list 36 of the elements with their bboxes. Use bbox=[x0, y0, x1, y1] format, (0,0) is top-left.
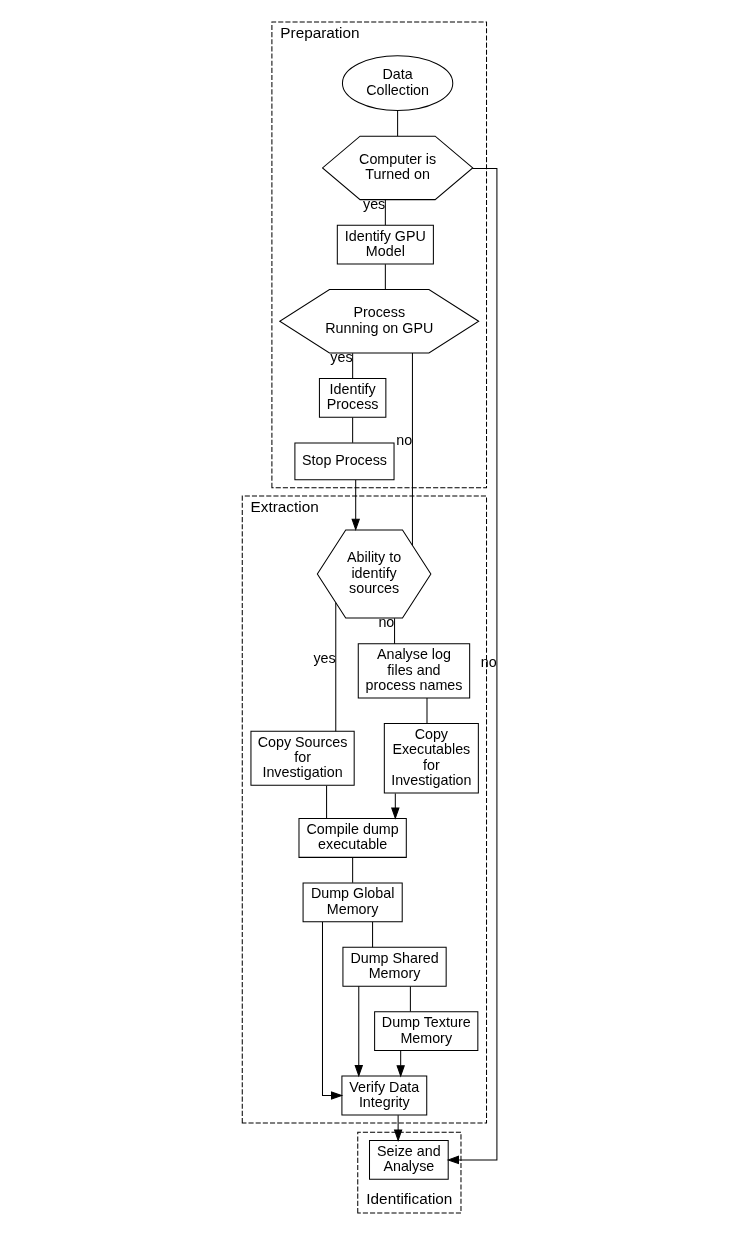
connector bbox=[384, 199, 386, 226]
node-box: Identify Process bbox=[318, 378, 387, 418]
connector bbox=[335, 602, 337, 732]
connector bbox=[326, 785, 328, 819]
node-box: Dump Shared Memory bbox=[342, 946, 447, 987]
connector bbox=[411, 352, 413, 546]
node-box: Seize and Analyse bbox=[369, 1139, 449, 1180]
edge-label: no bbox=[480, 654, 497, 671]
connector bbox=[409, 985, 411, 1013]
node-box: Compile dump executable bbox=[298, 818, 407, 858]
connector bbox=[352, 417, 354, 444]
arrow bbox=[354, 985, 364, 1078]
arrow bbox=[322, 921, 344, 1100]
node-box: Dump Texture Memory bbox=[374, 1011, 479, 1052]
connector bbox=[352, 857, 354, 884]
connector bbox=[384, 263, 386, 290]
node-box: Analyse log files and process names bbox=[357, 643, 471, 699]
arrow bbox=[391, 792, 400, 820]
node-box: Verify Data Integrity bbox=[341, 1075, 428, 1116]
arrow bbox=[393, 1114, 403, 1142]
node-ellipse: Data Collection bbox=[341, 55, 454, 111]
edge-label: no bbox=[396, 432, 413, 449]
node-box: Stop Process bbox=[294, 442, 395, 481]
edge-label: yes bbox=[313, 650, 336, 667]
node-box: Dump Global Memory bbox=[302, 882, 403, 923]
connector bbox=[394, 617, 396, 645]
node-box: Copy Sources for Investigation bbox=[250, 730, 355, 786]
arrow bbox=[351, 479, 360, 532]
connector bbox=[352, 352, 354, 379]
arrow bbox=[446, 168, 498, 1165]
connector bbox=[372, 921, 374, 948]
connector bbox=[426, 697, 428, 724]
node-box: Identify GPU Model bbox=[336, 224, 434, 265]
connector bbox=[397, 110, 399, 137]
node-box: Copy Executables for Investigation bbox=[383, 722, 479, 794]
arrow bbox=[396, 1050, 405, 1078]
